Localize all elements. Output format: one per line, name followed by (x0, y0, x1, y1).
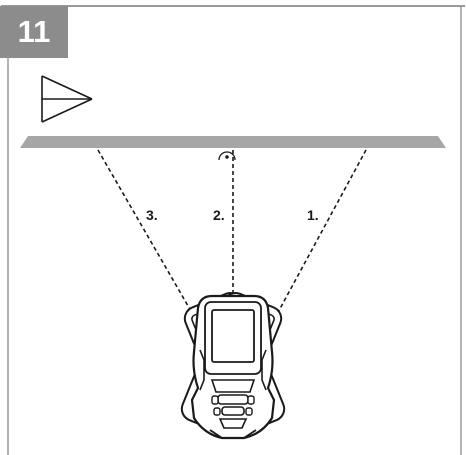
laser-line-1 (275, 149, 367, 317)
step-number-badge: 11 (0, 6, 68, 58)
device-display (211, 309, 255, 363)
perpendicular-marker-icon (218, 151, 236, 161)
position-label-3: 3. (146, 207, 158, 223)
figure-frame (1, 5, 465, 455)
position-label-2: 2. (213, 207, 225, 223)
target-surface (20, 136, 446, 148)
single-point-measure-icon (41, 75, 93, 123)
device-position-2 (190, 294, 276, 440)
position-label-1: 1. (307, 207, 319, 223)
laser-line-3 (97, 149, 196, 319)
device-keypad (210, 379, 256, 429)
